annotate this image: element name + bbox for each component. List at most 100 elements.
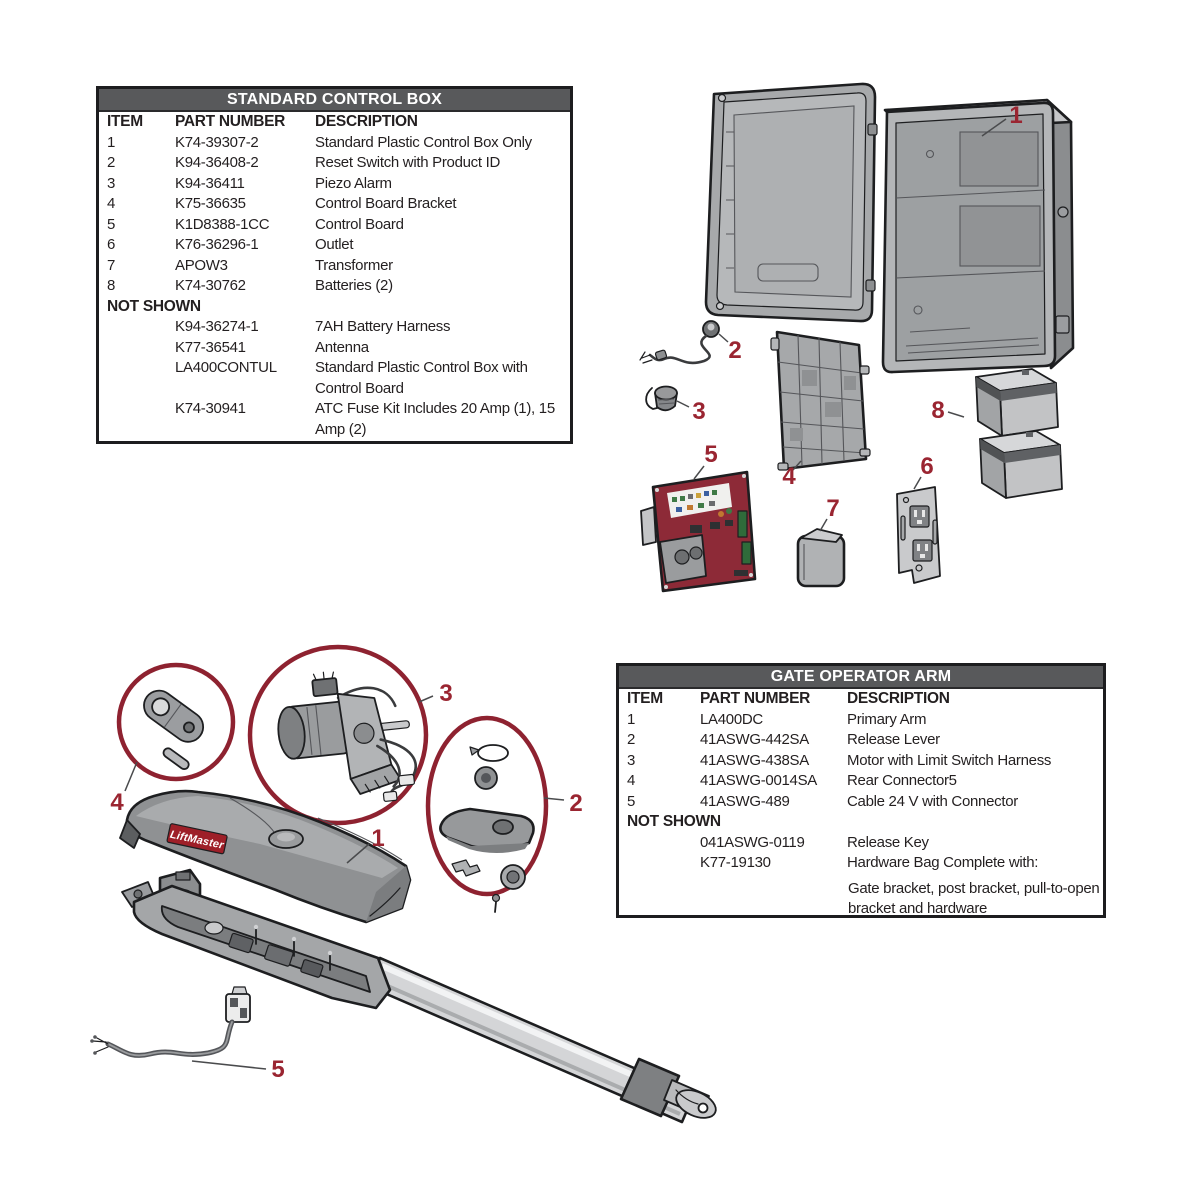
control-box-table-title: STANDARD CONTROL BOX — [99, 89, 570, 112]
col-item: ITEM — [107, 113, 143, 130]
desc-cell: ATC Fuse Kit Includes 20 Amp (1), 15 Amp… — [315, 400, 555, 438]
outlet-part — [896, 486, 941, 584]
motor-circle — [247, 644, 429, 826]
callout-4: 4 — [110, 789, 124, 816]
callout-7: 7 — [826, 495, 839, 522]
leader-line — [947, 411, 965, 418]
table-row: K94-36274-1 7AH Battery Harness — [99, 317, 570, 338]
part-cell: K77-19130 — [700, 854, 771, 871]
battery — [975, 368, 1059, 437]
control-box-table: STANDARD CONTROL BOX ITEM PART NUMBER DE… — [96, 86, 573, 444]
leader-line — [676, 400, 690, 408]
cable-part — [90, 986, 251, 1058]
piezo-alarm-part — [645, 385, 678, 412]
desc-cell: Hardware Bag Complete with: — [847, 854, 1039, 871]
part-cell: 41ASWG-489 — [700, 792, 790, 810]
col-part-number: PART NUMBER — [175, 113, 286, 130]
enclosure-lid — [704, 82, 878, 323]
col-description: DESCRIPTION — [315, 113, 418, 130]
not-shown-label: NOT SHOWN — [627, 813, 721, 830]
item-cell: 8 — [107, 277, 116, 294]
desc-cell: Cable 24 V with Connector — [847, 792, 1018, 810]
callout-3: 3 — [692, 398, 705, 425]
gate-arm-table-header: ITEM PART NUMBER DESCRIPTION — [619, 689, 1103, 710]
control-box-table-header: ITEM PART NUMBER DESCRIPTION — [99, 112, 570, 133]
table-row: 8 K74-30762 Batteries (2) — [99, 276, 570, 297]
release-lever-circle — [425, 715, 549, 913]
leader-line — [346, 843, 370, 864]
col-part-number: PART NUMBER — [700, 690, 811, 707]
actuator-tube — [366, 956, 717, 1124]
desc-cell: Control Board Bracket — [315, 195, 457, 212]
desc-cell: 7AH Battery Harness — [315, 318, 451, 335]
item-cell: 3 — [627, 751, 636, 769]
part-cell: K76-36296-1 — [175, 236, 259, 253]
desc-cell: Transformer — [315, 256, 393, 274]
part-cell: LA400DC — [700, 710, 763, 728]
part-cell: K75-36635 — [175, 195, 246, 212]
control-board-part — [640, 470, 757, 593]
callout-8: 8 — [931, 397, 944, 424]
col-item: ITEM — [627, 690, 663, 707]
callout-3: 3 — [439, 680, 452, 707]
leader-line — [543, 797, 565, 801]
not-shown-label: NOT SHOWN — [107, 297, 201, 315]
callout-5: 5 — [704, 441, 717, 468]
part-cell: K94-36274-1 — [175, 318, 259, 335]
part-cell: 41ASWG-438SA — [700, 751, 809, 769]
callout-2: 2 — [728, 337, 741, 364]
leader-line — [191, 1060, 267, 1070]
leader-line — [124, 761, 138, 792]
board-bracket-part — [770, 330, 871, 471]
leader-line — [718, 333, 729, 343]
leader-line — [792, 460, 802, 471]
part-cell: APOW3 — [175, 256, 228, 274]
item-cell: 3 — [107, 174, 116, 192]
item-cell: 5 — [107, 215, 116, 233]
part-cell: LA400CONTUL — [175, 359, 277, 376]
item-cell: 4 — [107, 195, 116, 212]
desc-cell: Release Key — [847, 833, 929, 851]
item-cell: 1 — [627, 710, 636, 728]
desc-cell: Standard Plastic Control Box Only — [315, 133, 532, 151]
desc-cell: Batteries (2) — [315, 277, 393, 294]
callout-1: 1 — [371, 825, 384, 852]
part-cell: K74-30762 — [175, 277, 246, 294]
callout-4: 4 — [782, 463, 796, 490]
gate-arm-table-title: GATE OPERATOR ARM — [619, 666, 1103, 689]
part-cell: K94-36408-2 — [175, 154, 259, 171]
col-description: DESCRIPTION — [847, 690, 950, 707]
part-cell: 041ASWG-0119 — [700, 833, 805, 851]
part-cell: K94-36411 — [175, 174, 245, 192]
reset-switch-part — [639, 320, 720, 365]
hardware-bag-note: Gate bracket, post bracket, pull-to-open… — [848, 879, 1100, 918]
part-cell: K74-30941 — [175, 400, 246, 417]
leader-line — [693, 465, 705, 480]
transformer-part — [796, 528, 846, 588]
desc-cell: Release Lever — [847, 731, 940, 748]
table-row: 6 K76-36296-1 Outlet — [99, 235, 570, 256]
enclosure-body — [881, 98, 1075, 374]
rear-connector-circle — [116, 662, 236, 782]
part-cell: K1D8388-1CC — [175, 215, 270, 233]
table-row: K74-30941 ATC Fuse Kit Includes 20 Amp (1… — [99, 399, 570, 440]
gate-arm-diagram: 4 3 — [90, 644, 717, 1124]
leader-line — [981, 118, 1007, 137]
item-cell: 4 — [627, 772, 636, 789]
desc-cell: Outlet — [315, 236, 354, 253]
part-cell: K74-39307-2 — [175, 133, 259, 151]
arm-cover: LiftMaster — [119, 789, 412, 924]
callout-2: 2 — [569, 790, 582, 817]
item-cell: 6 — [107, 236, 116, 253]
desc-cell: Antenna — [315, 338, 369, 356]
gate-arm-table: GATE OPERATOR ARM ITEM PART NUMBER DESCR… — [616, 663, 1106, 918]
